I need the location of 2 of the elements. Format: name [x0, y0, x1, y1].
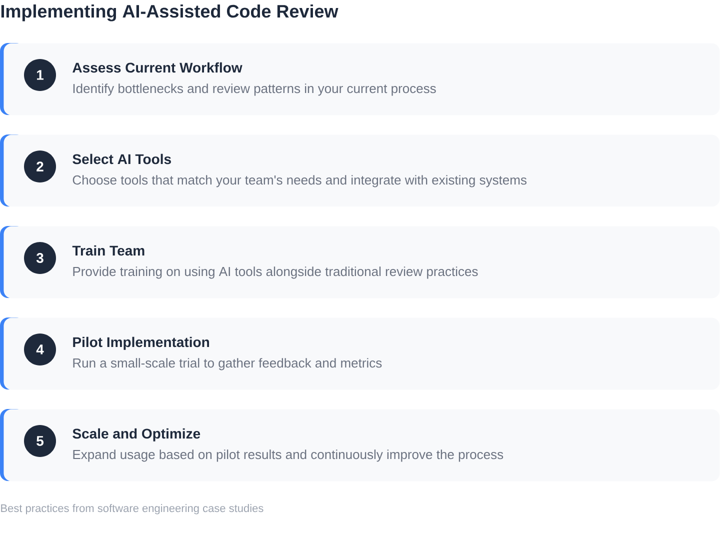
- footnote: Best practices from software engineering case studies: [1, 504, 264, 514]
- title: Implementing AI-Assisted Code Review: [1, 4, 338, 22]
